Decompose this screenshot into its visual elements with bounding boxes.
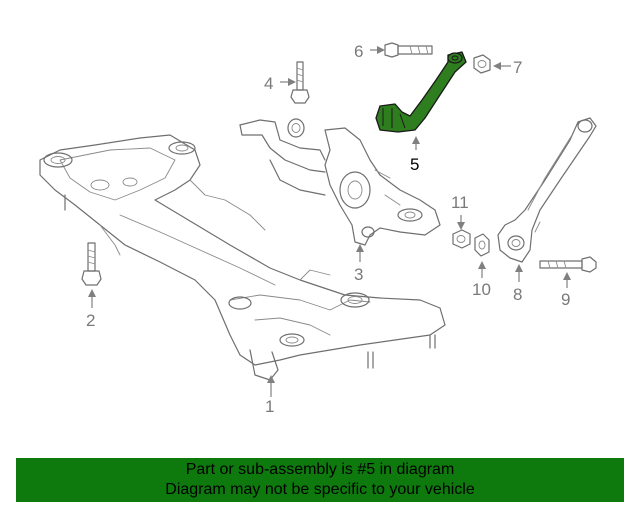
banner-line-disclaimer: Diagram may not be specific to your vehi… bbox=[165, 481, 475, 498]
bolt-part-2[interactable] bbox=[81, 242, 102, 286]
label-part-10: 10 bbox=[472, 280, 491, 299]
parts-diagram: 1 2 3 4 5 6 7 8 9 10 11 bbox=[39, 42, 597, 416]
label-part-7: 7 bbox=[513, 58, 522, 77]
banner-line-part-number: Part or sub-assembly is #5 in diagram bbox=[185, 461, 455, 478]
label-part-11: 11 bbox=[451, 193, 469, 212]
bolt-part-6[interactable] bbox=[384, 42, 433, 58]
control-arm-part-5[interactable] bbox=[375, 51, 467, 133]
label-part-3: 3 bbox=[354, 265, 363, 284]
label-part-6: 6 bbox=[354, 42, 363, 61]
washer-part-10[interactable] bbox=[474, 233, 490, 257]
label-part-5: 5 bbox=[410, 155, 419, 174]
nut-part-7[interactable] bbox=[473, 54, 491, 74]
callout-arrows bbox=[88, 46, 571, 397]
knuckle-part-3[interactable] bbox=[239, 118, 441, 246]
subframe-part-1[interactable] bbox=[39, 134, 446, 381]
nut-part-11[interactable] bbox=[452, 229, 471, 249]
info-banner: Part or sub-assembly is #5 in diagram Di… bbox=[16, 458, 624, 502]
label-part-1: 1 bbox=[265, 397, 274, 416]
label-part-9: 9 bbox=[561, 290, 570, 309]
bolt-part-4[interactable] bbox=[290, 61, 310, 104]
label-part-8: 8 bbox=[513, 285, 522, 304]
label-part-2: 2 bbox=[86, 311, 95, 330]
link-part-8[interactable] bbox=[497, 117, 597, 263]
label-part-4: 4 bbox=[264, 74, 273, 93]
bolt-part-9[interactable] bbox=[539, 256, 597, 273]
